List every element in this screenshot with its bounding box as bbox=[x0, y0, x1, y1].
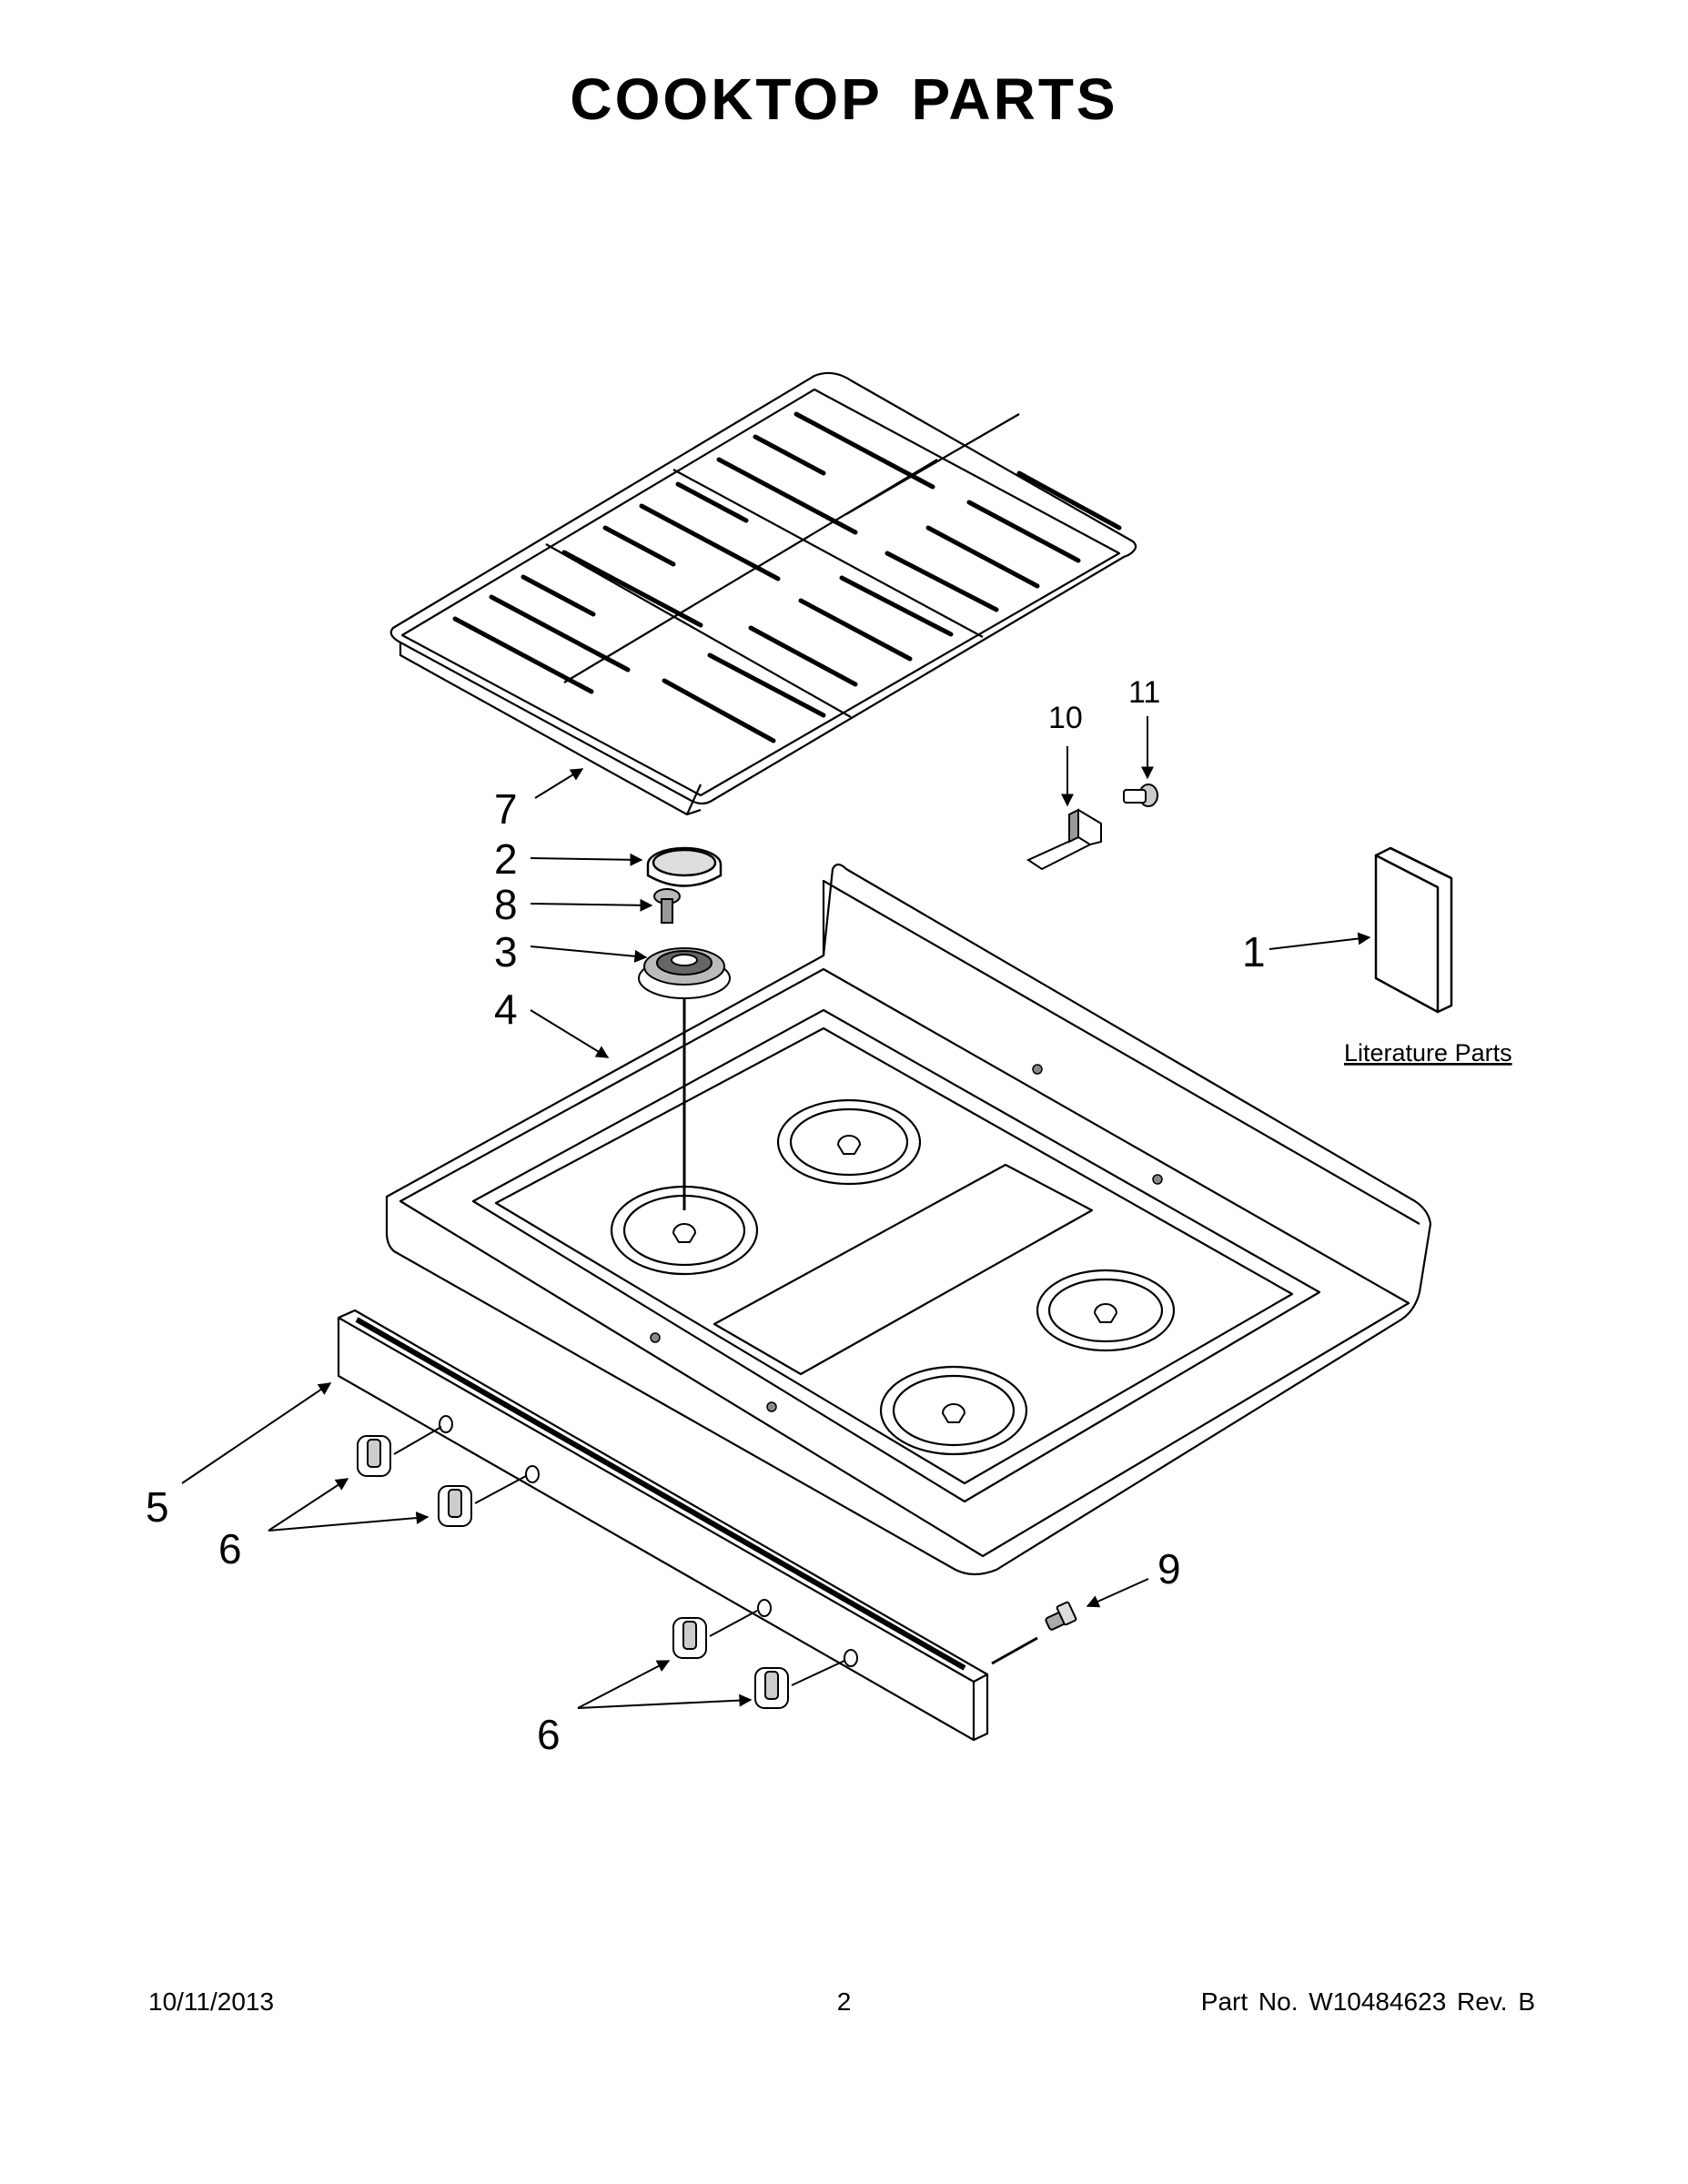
bracket-illustration bbox=[1026, 808, 1102, 871]
knob-3 bbox=[672, 1617, 707, 1659]
page-title: COOKTOP PARTS bbox=[570, 66, 1118, 132]
burner-base-illustration bbox=[638, 947, 731, 999]
callout-2: 2 bbox=[494, 835, 518, 883]
footer-date: 10/11/2013 bbox=[148, 1987, 275, 2016]
callout-9: 9 bbox=[1157, 1545, 1181, 1592]
panel-screw-illustration bbox=[991, 1601, 1077, 1665]
callout-1: 1 bbox=[1242, 928, 1266, 976]
callout-8: 8 bbox=[494, 881, 518, 928]
callout-6-left: 6 bbox=[218, 1525, 242, 1572]
literature-book-illustration bbox=[1374, 846, 1453, 1014]
footer-page-number: 2 bbox=[836, 1987, 852, 2016]
callout-7: 7 bbox=[494, 785, 518, 833]
literature-parts-label: Literature Parts bbox=[1344, 1039, 1512, 1067]
knob-2 bbox=[438, 1485, 472, 1527]
callout-4: 4 bbox=[494, 986, 518, 1033]
burner-cap-illustration bbox=[646, 846, 723, 887]
callout-3: 3 bbox=[494, 928, 518, 976]
callout-5: 5 bbox=[146, 1483, 169, 1531]
grate-illustration bbox=[389, 371, 1137, 816]
knob-illustrations bbox=[357, 1426, 845, 1709]
manifold-panel-illustration bbox=[337, 1309, 989, 1742]
callout-10: 10 bbox=[1048, 701, 1083, 735]
knob-4 bbox=[754, 1667, 789, 1709]
callout-11: 11 bbox=[1128, 675, 1160, 710]
callout-6-right: 6 bbox=[537, 1711, 561, 1758]
footer-part-number: Part No. W10484623 Rev. B bbox=[1200, 1987, 1535, 2016]
cooktop-illustration bbox=[385, 863, 1432, 1576]
bracket-screw-illustration bbox=[1123, 784, 1158, 807]
callout-arrows bbox=[181, 716, 1371, 1709]
screw-illustration bbox=[653, 888, 681, 924]
knob-1 bbox=[357, 1435, 391, 1477]
